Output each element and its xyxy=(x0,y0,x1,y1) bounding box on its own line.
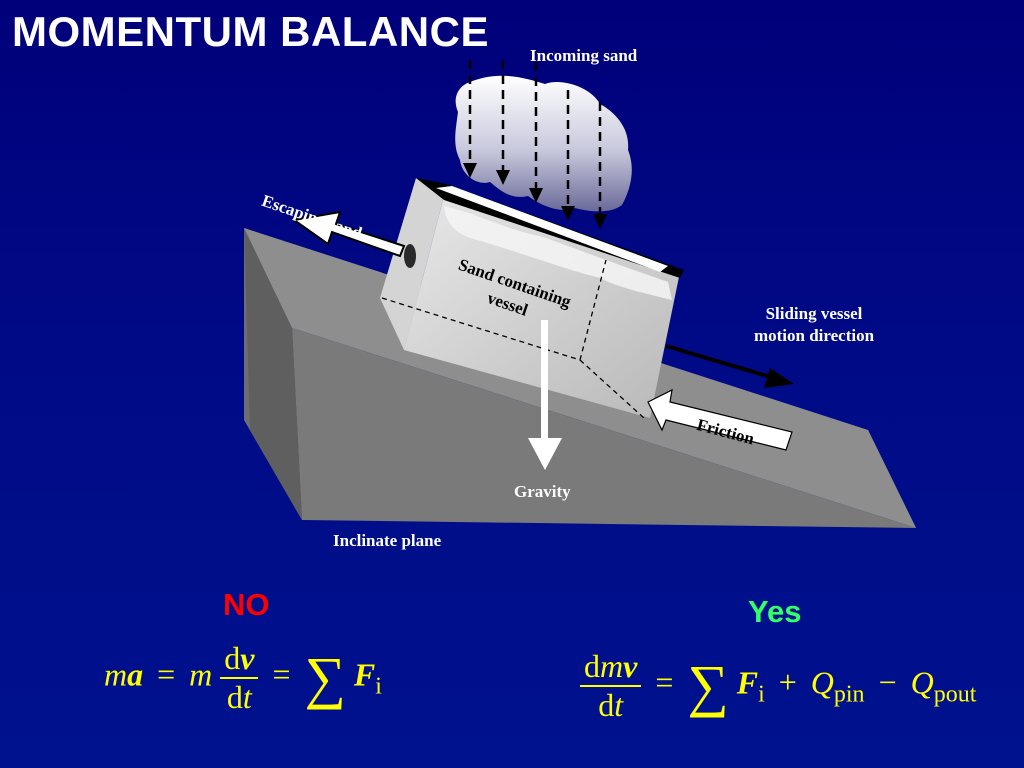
friction-arrow xyxy=(647,388,793,451)
eq-right-d-num: d xyxy=(584,648,600,684)
sliding-direction-arrow xyxy=(665,344,794,388)
eq-left-m2: m xyxy=(189,656,213,693)
inclined-plane-label: Inclinate plane xyxy=(333,531,442,550)
eq-left-F: F xyxy=(353,656,376,693)
eq-right-sum: ∑ xyxy=(687,653,729,718)
escaping-sand-arrow xyxy=(291,210,406,258)
eq-left-m: m xyxy=(104,656,128,693)
eq-left-d-den: d xyxy=(226,679,243,715)
eq-left-t: t xyxy=(242,679,252,715)
eq-right-equals: = xyxy=(655,664,674,701)
eq-left-sum: ∑ xyxy=(304,645,346,710)
sand-stream-arrowheads xyxy=(463,163,607,229)
sand-vessel xyxy=(380,178,684,419)
verdict-no: NO xyxy=(223,587,270,622)
eq-right-Q-out: Q xyxy=(910,664,934,701)
incoming-sand-cloud xyxy=(455,75,632,212)
eq-right-v: v xyxy=(623,648,638,684)
eq-right-pout: pout xyxy=(933,681,977,708)
sliding-label-line2: motion direction xyxy=(753,326,875,345)
eq-left-equals-2: = xyxy=(272,656,291,693)
eq-left-i: i xyxy=(375,673,382,700)
eq-right-i: i xyxy=(758,681,765,708)
eq-left-equals-1: = xyxy=(157,656,176,693)
eq-right-t: t xyxy=(614,687,624,723)
eq-left-a: a xyxy=(127,656,144,693)
outlet-hole xyxy=(404,244,416,268)
gravity-label: Gravity xyxy=(514,482,571,501)
sliding-direction-label: Sliding vessel motion direction xyxy=(734,303,894,347)
eq-right-d-den: d xyxy=(598,687,615,723)
page-title: MOMENTUM BALANCE xyxy=(12,8,489,55)
eq-left-fraction: dv dt xyxy=(220,640,259,716)
verdict-yes: Yes xyxy=(748,594,802,629)
sand-stream-arrows xyxy=(468,60,602,216)
equation-incorrect: ma = m dv dt = ∑ Fi xyxy=(104,640,382,716)
eq-right-pin: pin xyxy=(833,681,865,708)
eq-left-v: v xyxy=(240,640,255,676)
sliding-label-line1: Sliding vessel xyxy=(765,304,863,323)
plane-front-face xyxy=(292,328,916,528)
gravity-arrow xyxy=(528,320,562,470)
equation-correct: dmv dt = ∑ Fi + Qpin − Qpout xyxy=(580,648,976,724)
eq-right-plus: + xyxy=(778,664,797,701)
eq-right-m: m xyxy=(600,648,624,684)
eq-right-minus: − xyxy=(878,664,897,701)
incoming-sand-label: Incoming sand xyxy=(530,46,638,65)
eq-left-d-num: d xyxy=(224,640,241,676)
eq-right-F: F xyxy=(736,664,759,701)
eq-right-fraction: dmv dt xyxy=(580,648,642,724)
eq-right-Q-in: Q xyxy=(810,664,834,701)
